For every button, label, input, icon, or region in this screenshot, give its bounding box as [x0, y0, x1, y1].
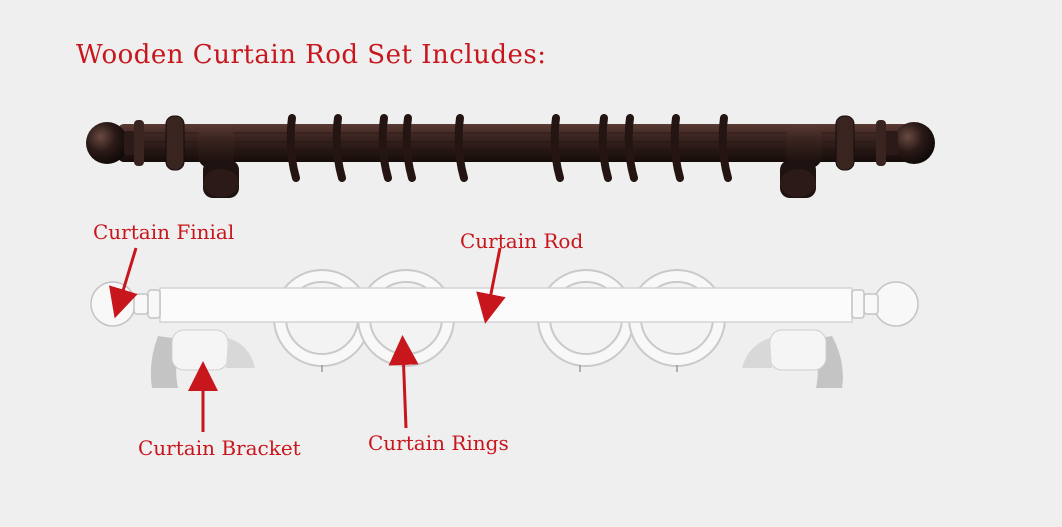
curtain-rings-label: Curtain Rings: [368, 431, 509, 455]
curtain-bracket-label: Curtain Bracket: [138, 436, 301, 460]
curtain-rod-label: Curtain Rod: [460, 229, 583, 253]
white-left-finial: [91, 282, 160, 326]
left-finial: [86, 120, 144, 166]
wooden-rod-photo: [86, 116, 935, 198]
left-bracket: [198, 124, 239, 198]
white-pole: [160, 288, 852, 322]
white-rod-illustration: [91, 270, 918, 388]
curtain-finial-label: Curtain Finial: [93, 220, 234, 244]
right-finial: [876, 120, 935, 166]
white-right-bracket: [742, 330, 843, 388]
white-right-finial: [852, 282, 918, 326]
right-bracket: [780, 124, 822, 198]
